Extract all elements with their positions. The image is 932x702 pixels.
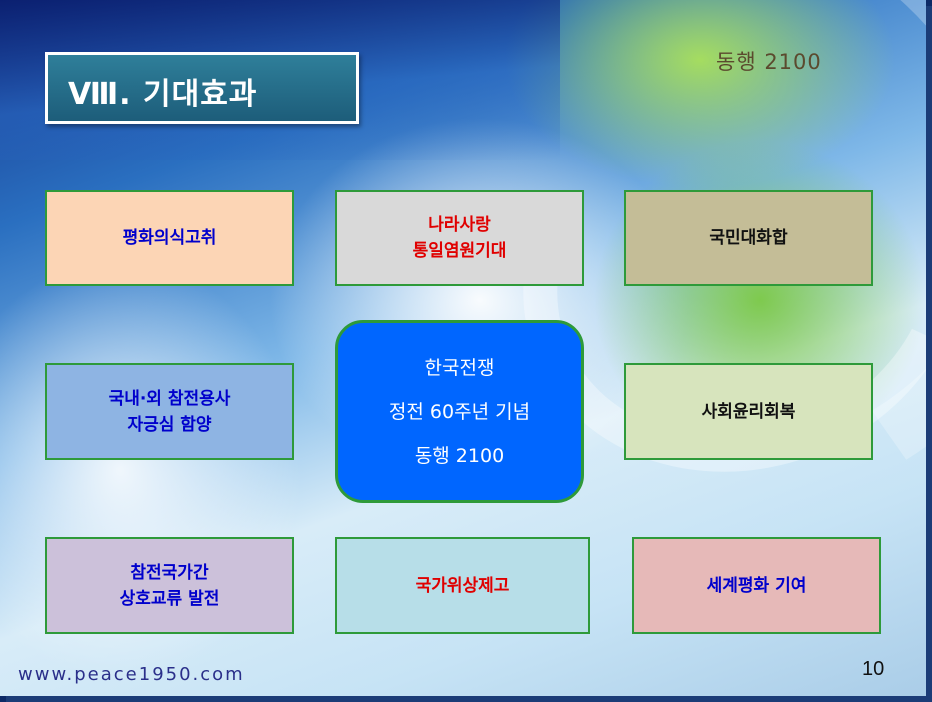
box-patriotism: 나라사랑 통일염원기대: [335, 190, 584, 286]
box-line: 자긍심 함양: [127, 414, 212, 435]
center-event-box: 한국전쟁 정전 60주년 기념 동행 2100: [335, 320, 584, 503]
title-box: Ⅷ. 기대효과: [45, 52, 359, 124]
slide-title: Ⅷ. 기대효과: [68, 77, 258, 112]
box-line: 국내·외 참전용사: [108, 388, 231, 409]
box-veterans-pride: 국내·외 참전용사 자긍심 함양: [45, 363, 294, 460]
box-line: 참전국가간: [130, 562, 209, 583]
box-line: 통일염원기대: [412, 241, 507, 261]
box-line: 평화의식고취: [122, 228, 217, 248]
box-line: 나라사랑: [428, 215, 491, 235]
slide-shadow-bottom: [6, 696, 932, 702]
box-national-harmony: 국민대화합: [624, 190, 873, 286]
page-number: 10: [862, 658, 885, 680]
center-line: 정전 60주년 기념: [388, 400, 531, 423]
website-url: www.peace1950.com: [18, 664, 245, 685]
brand-label: 동행 2100: [716, 50, 822, 74]
box-line: 국민대화합: [709, 228, 788, 248]
box-peace-awareness: 평화의식고취: [45, 190, 294, 286]
box-line: 국가위상제고: [415, 575, 510, 596]
box-line: 상호교류 발전: [119, 588, 220, 609]
slide-shadow-right: [926, 6, 932, 702]
box-exchange: 참전국가간 상호교류 발전: [45, 537, 294, 634]
center-line: 한국전쟁: [424, 356, 495, 379]
center-line: 동행 2100: [414, 444, 505, 467]
box-social-ethics: 사회윤리회복: [624, 363, 873, 460]
box-world-peace: 세계평화 기여: [632, 537, 881, 634]
box-line: 사회윤리회복: [701, 401, 796, 422]
box-national-status: 국가위상제고: [335, 537, 590, 634]
box-line: 세계평화 기여: [706, 575, 807, 596]
